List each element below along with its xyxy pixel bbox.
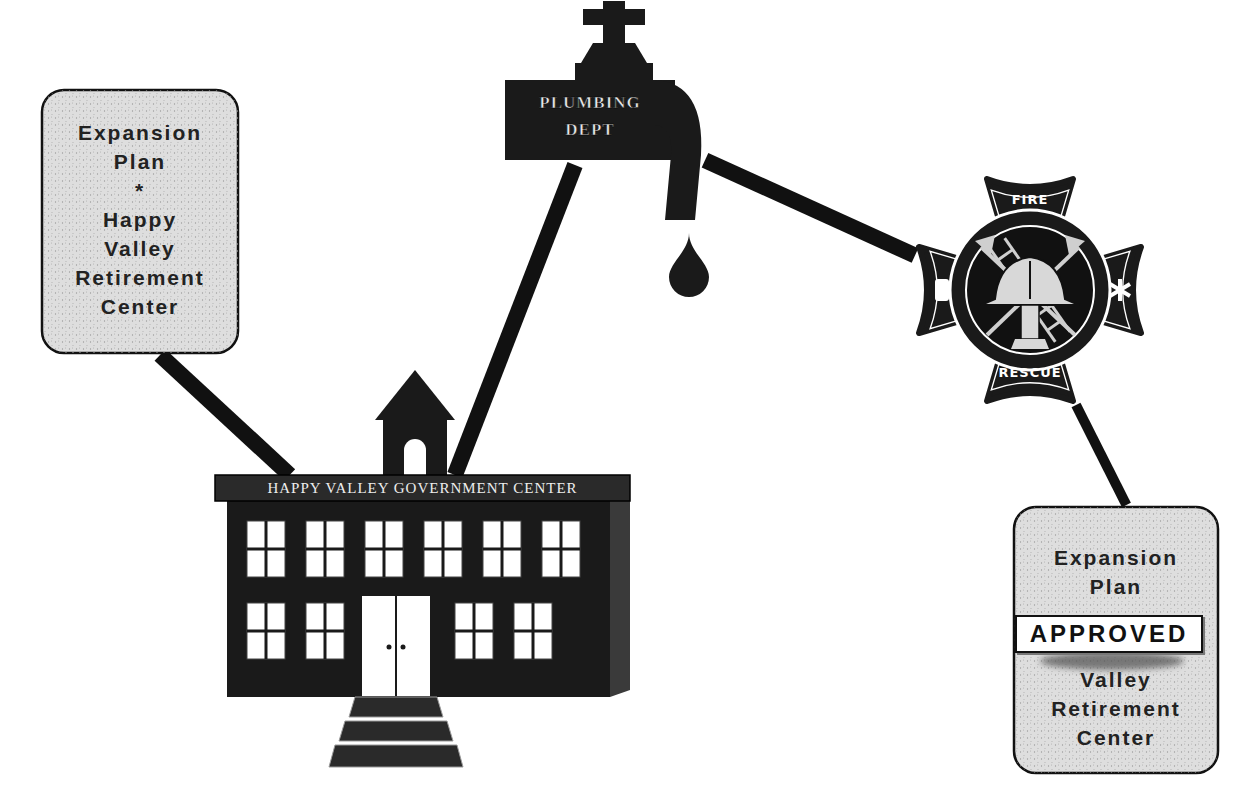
svg-rect: [227, 501, 610, 697]
badge-top-text: FIRE: [980, 192, 1080, 208]
svg-g: [1110, 279, 1130, 301]
svg-polygon: [349, 697, 443, 717]
svg-rect: [575, 63, 653, 80]
svg-rect: [505, 80, 675, 160]
svg-line: [306, 548, 344, 551]
svg-line: [455, 630, 493, 633]
svg-path: [655, 80, 701, 220]
connector-bar: [160, 355, 290, 475]
plan-card: Expansion Plan * Happy Valley Retirement…: [40, 88, 240, 355]
svg-line: [542, 548, 580, 551]
svg-polygon: [375, 370, 455, 420]
connector-bar: [1076, 405, 1126, 505]
svg-rect: [424, 521, 462, 577]
svg-rect: [306, 521, 344, 577]
svg-polygon: [581, 43, 647, 63]
fire-badge: FIRE RESCUE: [915, 175, 1145, 405]
government-building: HAPPY VALLEY GOVERNMENT CENTER: [215, 475, 630, 775]
svg-rect: [247, 521, 285, 577]
svg-svg: [505, 5, 705, 165]
svg-rect: [455, 603, 493, 659]
svg-polygon: [1065, 235, 1085, 255]
svg-line: [306, 630, 344, 633]
svg-polygon: [975, 235, 995, 255]
svg-circle: [387, 645, 392, 650]
svg-path: [404, 439, 426, 477]
svg-rect: [1021, 305, 1039, 339]
approved-stamp: APPROVED: [1015, 615, 1203, 653]
faucet-node: PLUMBING DEPT: [505, 5, 705, 165]
svg-line: [247, 548, 285, 551]
svg-rect: [935, 279, 949, 301]
svg-line: [395, 595, 397, 697]
card-text: Valley Retirement Center: [1022, 665, 1210, 752]
svg-rect: [365, 521, 403, 577]
svg-circle: [950, 210, 1110, 370]
connector-bar: [705, 160, 915, 255]
svg-circle: [401, 645, 406, 650]
svg-path: [981, 257, 1079, 305]
svg-line: [483, 548, 521, 551]
svg-circle: [966, 226, 1094, 354]
faucet-label: PLUMBING DEPT: [509, 89, 671, 143]
svg-rect: [215, 475, 630, 501]
svg-polygon: [1011, 339, 1049, 349]
svg-rect: [383, 418, 447, 478]
svg-rect: [306, 603, 344, 659]
svg-line: [1110, 284, 1130, 296]
svg-rect: [42, 90, 238, 353]
svg-line: [1110, 284, 1130, 296]
svg-rect: [583, 9, 645, 25]
svg-line: [998, 250, 1013, 260]
card-text: Expansion Plan: [1022, 543, 1210, 601]
svg-rect: [361, 595, 431, 697]
svg-ellipse: [1040, 652, 1184, 670]
svg-rect: [1014, 507, 1218, 773]
svg-rect: [483, 521, 521, 577]
svg-polygon: [329, 745, 463, 767]
building-sign: HAPPY VALLEY GOVERNMENT CENTER: [215, 477, 630, 499]
card-text: Expansion Plan * Happy Valley Retirement…: [48, 118, 232, 321]
svg-rect: [1014, 507, 1218, 773]
svg-path: [669, 233, 709, 297]
svg-polygon: [610, 475, 630, 697]
svg-rect: [247, 603, 285, 659]
svg-rect: [42, 90, 238, 353]
svg-line: [247, 630, 285, 633]
svg-line: [365, 548, 403, 551]
svg-polygon: [339, 721, 453, 741]
svg-line: [514, 630, 552, 633]
svg-path: [1029, 261, 1031, 299]
connector-bar: [455, 165, 575, 475]
svg-rect: [514, 603, 552, 659]
svg-line: [424, 548, 462, 551]
approved-card: Expansion PlanAPPROVED Valley Retirement …: [1012, 505, 1220, 775]
svg-svg: [215, 475, 630, 775]
badge-bottom-text: RESCUE: [970, 365, 1090, 381]
svg-rect: [542, 521, 580, 577]
